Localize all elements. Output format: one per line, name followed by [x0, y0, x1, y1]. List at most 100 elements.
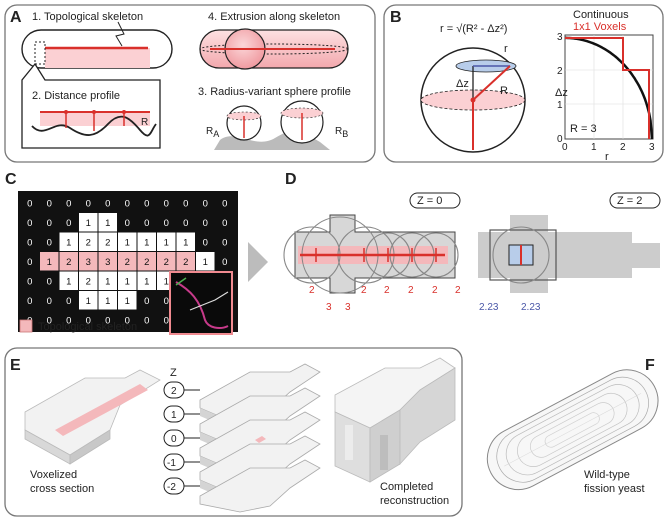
grid-cell — [98, 213, 117, 232]
panel-d: D Z = 0 2 2 2 2 2 2 — [283, 171, 661, 313]
grid-value: 1 — [66, 237, 71, 248]
grid-value: 0 — [222, 218, 227, 229]
capsule-lower-fill — [45, 48, 150, 68]
grid-value: 1 — [105, 218, 110, 229]
formula: r = √(R² - Δz²) — [440, 23, 507, 35]
z0-val-4: 2 — [408, 285, 414, 296]
dz-label: Δz — [456, 78, 469, 90]
grid-cell — [79, 232, 98, 251]
ra-main: R — [206, 126, 213, 137]
inset-skeleton — [189, 291, 229, 311]
stacked-slabs — [199, 363, 321, 513]
grid-value: 1 — [86, 218, 91, 229]
grid-value: 1 — [183, 237, 188, 248]
legend-continuous: Continuous — [573, 9, 629, 21]
caption-yeast-1: Wild-type — [584, 469, 630, 481]
grid-value: 0 — [66, 315, 71, 326]
grid-value: 2 — [66, 257, 71, 268]
grid-cell — [40, 252, 59, 271]
grid-cell — [98, 252, 117, 271]
grid-cell — [176, 232, 195, 251]
grid-cell — [98, 232, 117, 251]
step4-label: 4. Extrusion along skeleton — [208, 11, 340, 23]
grid-value: 0 — [203, 218, 208, 229]
panel-c-label: C — [5, 171, 17, 188]
step2-label: 2. Distance profile — [32, 90, 120, 102]
profile-boundary — [31, 115, 157, 137]
grid-value: 0 — [47, 315, 52, 326]
grid-value: 1 — [47, 257, 52, 268]
z2-square — [489, 229, 557, 281]
grid-value: 0 — [183, 218, 188, 229]
grid-value: 1 — [164, 237, 169, 248]
z-axis-label: Z — [170, 367, 177, 379]
inset-green — [175, 277, 187, 286]
grid-cell — [137, 252, 156, 271]
step3-label: 3. Radius-variant sphere profile — [198, 86, 351, 98]
skeleton-swatch — [19, 319, 33, 333]
grid-value: 1 — [105, 296, 110, 307]
grid-value: 0 — [183, 198, 188, 209]
grid-value: 1 — [66, 276, 71, 287]
grid-value: 0 — [86, 315, 91, 326]
grid-cell — [118, 252, 137, 271]
grid-cell — [118, 271, 137, 290]
grid-value: 0 — [144, 218, 149, 229]
profile-fill — [40, 112, 150, 126]
grid-value: 0 — [144, 296, 149, 307]
grid-value: 0 — [47, 296, 52, 307]
grid-cell — [196, 252, 215, 271]
grid-value: 0 — [222, 237, 227, 248]
grid-value: 2 — [86, 276, 91, 287]
grid-value: 2 — [164, 257, 169, 268]
grid-value: 0 — [125, 198, 130, 209]
grid-value: 0 — [203, 237, 208, 248]
grid-value: 1 — [125, 276, 130, 287]
panel-e-label: E — [10, 357, 21, 374]
x-tick-0: 0 — [562, 142, 568, 153]
continuous-curve — [565, 36, 654, 140]
z0-val-6: 2 — [455, 285, 461, 296]
yeast-cell — [486, 369, 659, 491]
grid-value: 0 — [27, 257, 32, 268]
grid-cell — [79, 213, 98, 232]
ra-label: RA — [206, 126, 219, 139]
grid-cell — [157, 252, 176, 271]
inset-membrane — [175, 281, 229, 329]
grid-cell — [59, 252, 78, 271]
x-tick-3: 3 — [649, 142, 655, 153]
grid-cell — [79, 291, 98, 310]
x-axis-label: r — [605, 151, 609, 163]
grid-value: 0 — [164, 218, 169, 229]
grid-value: 1 — [203, 257, 208, 268]
panel-d-label: D — [285, 171, 297, 188]
z0-val-3: 2 — [384, 285, 390, 296]
grid-value: 3 — [86, 257, 91, 268]
grid-value: 2 — [105, 237, 110, 248]
grid-value: 0 — [105, 198, 110, 209]
y-tick-3: 3 — [557, 32, 563, 43]
zoom-box — [34, 41, 46, 65]
grid-value: 0 — [86, 198, 91, 209]
grid-value: 0 — [105, 315, 110, 326]
small-r-label: r — [504, 43, 508, 55]
panel-e-frame — [4, 347, 463, 517]
z2-badge — [609, 192, 661, 209]
grid-value: 0 — [27, 296, 32, 307]
grid-value: 0 — [27, 276, 32, 287]
grid-value: 2 — [86, 237, 91, 248]
z0-val-b2: 3 — [345, 302, 351, 313]
flow-arrow — [248, 242, 268, 282]
dist-dot-1 — [64, 110, 68, 114]
grid-value: 1 — [164, 276, 169, 287]
z0-values-top: 2 2 2 2 2 2 — [309, 285, 461, 296]
z-level-badges: 2 1 0 -1 -2 — [163, 381, 200, 495]
z-level-2: 2 — [171, 386, 177, 397]
x-ticks: 0 1 2 3 — [562, 142, 655, 153]
grid-value: 0 — [222, 198, 227, 209]
r-annotation: R = 3 — [570, 123, 597, 135]
panel-a-frame — [4, 4, 376, 163]
grid-value: 0 — [164, 198, 169, 209]
grid-value: 0 — [125, 315, 130, 326]
grid-cell — [118, 232, 137, 251]
